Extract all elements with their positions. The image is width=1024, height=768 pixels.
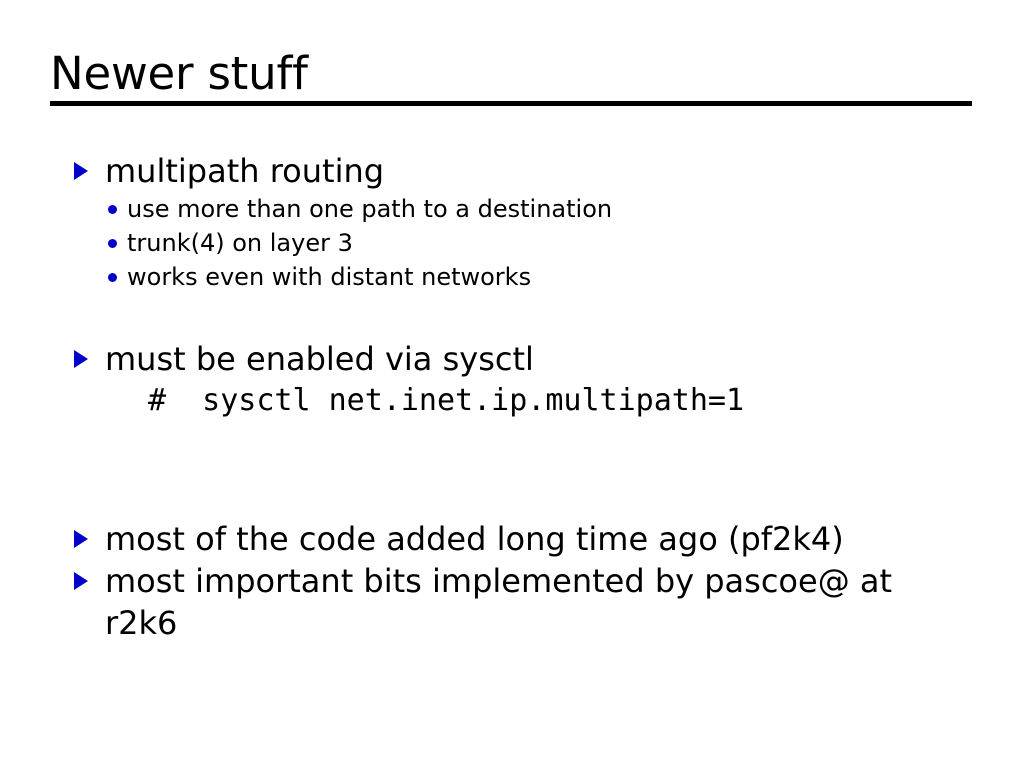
bullet-implemented-by-pascoe: most important bits implemented by pasco…	[74, 560, 974, 644]
title-divider	[50, 101, 972, 106]
triangle-bullet-icon	[74, 530, 88, 548]
bullet-label: multipath routing	[105, 152, 385, 190]
bullet-label: must be enabled via sysctl	[105, 340, 534, 378]
bullet-code-added-long-ago: most of the code added long time ago (pf…	[74, 518, 974, 560]
sub-bullet-label: trunk(4) on layer 3	[127, 229, 353, 257]
sub-bullet-label: works even with distant networks	[127, 263, 532, 291]
triangle-bullet-icon	[74, 162, 88, 180]
title-block: Newer stuff	[50, 48, 974, 100]
sub-bullet-item: use more than one path to a destination	[74, 192, 974, 226]
dot-bullet-icon	[108, 205, 117, 214]
slide-body: multipath routing use more than one path…	[74, 150, 974, 644]
sub-bullet-item: trunk(4) on layer 3	[74, 226, 974, 260]
bullet-multipath-routing: multipath routing	[74, 150, 974, 192]
spacer	[74, 294, 974, 338]
sub-bullet-label: use more than one path to a destination	[127, 195, 613, 223]
triangle-bullet-icon	[74, 572, 88, 590]
triangle-bullet-icon	[74, 350, 88, 368]
page-title: Newer stuff	[50, 47, 308, 100]
dot-bullet-icon	[108, 239, 117, 248]
bullet-label: most important bits implemented by pasco…	[105, 562, 893, 642]
sysctl-command: # sysctl net.inet.ip.multipath=1	[148, 383, 745, 418]
sub-bullet-item: works even with distant networks	[74, 260, 974, 294]
dot-bullet-icon	[108, 273, 117, 282]
bullet-label: most of the code added long time ago (pf…	[105, 520, 844, 558]
spacer	[74, 422, 974, 518]
bullet-enabled-via-sysctl: must be enabled via sysctl	[74, 338, 974, 380]
